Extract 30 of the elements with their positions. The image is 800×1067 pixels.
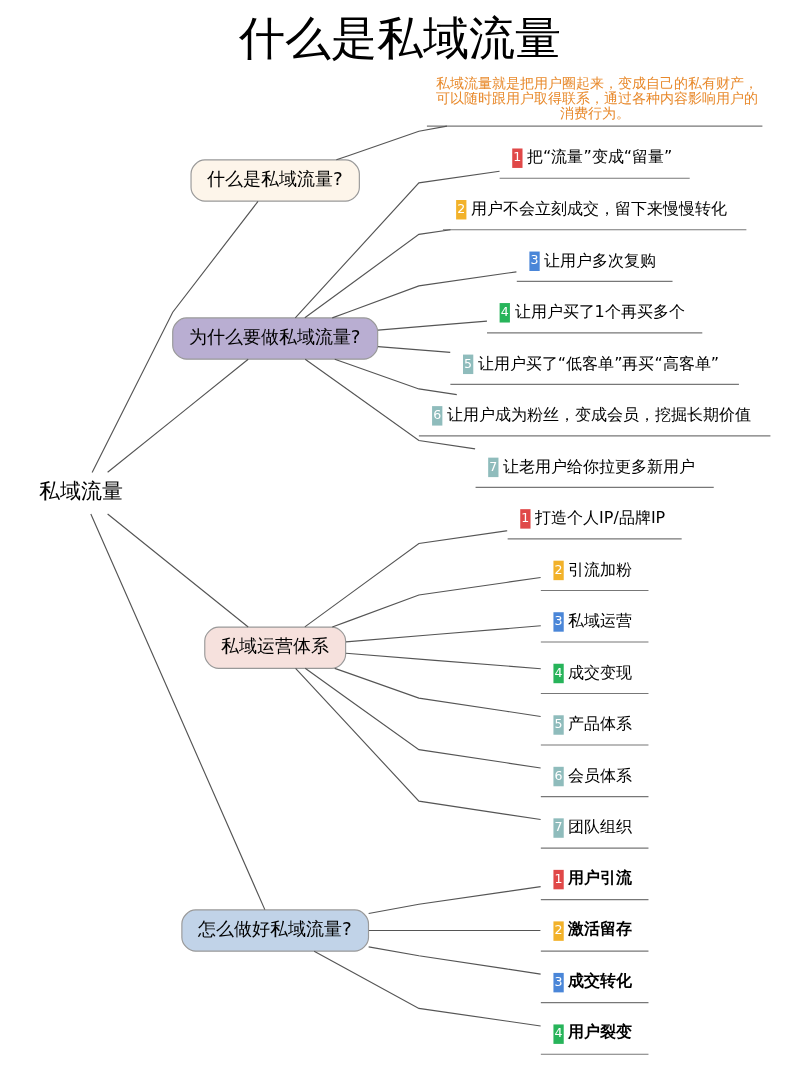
connector: [107, 513, 249, 628]
connector: [90, 513, 266, 911]
connector: [334, 358, 458, 396]
connector: [91, 200, 259, 473]
connector: [334, 667, 542, 718]
connector: [295, 667, 542, 821]
node-box: 私域运营体系: [204, 626, 347, 669]
connector: [377, 320, 488, 331]
connector: [368, 886, 542, 915]
node-box: 为什么要做私域流量?: [172, 317, 379, 360]
connector: [377, 346, 451, 353]
connector: [345, 652, 542, 670]
connector: [331, 576, 542, 628]
connector: [331, 271, 517, 319]
connector: [335, 125, 448, 161]
node-text: 私域流量就是把用户圈起来，变成自己的私有财产，可以随时跟用户取得联系，通过各种内容影响用户的消费行为。: [436, 74, 759, 121]
node-box: 怎么做好私域流量?: [181, 909, 370, 952]
connector: [368, 929, 541, 932]
connector: [107, 358, 249, 473]
connector: [345, 625, 542, 643]
node-box: 什么是私域流量?: [190, 159, 360, 202]
connector: [304, 229, 452, 319]
node-text: 私域流量: [38, 479, 123, 504]
diagram-title: 什么是私域流量: [239, 11, 561, 66]
connector: [304, 530, 508, 628]
connector: [294, 170, 501, 319]
connector: [304, 358, 476, 450]
connector: [304, 667, 542, 769]
connector: [313, 950, 542, 1027]
connector: [368, 946, 542, 975]
